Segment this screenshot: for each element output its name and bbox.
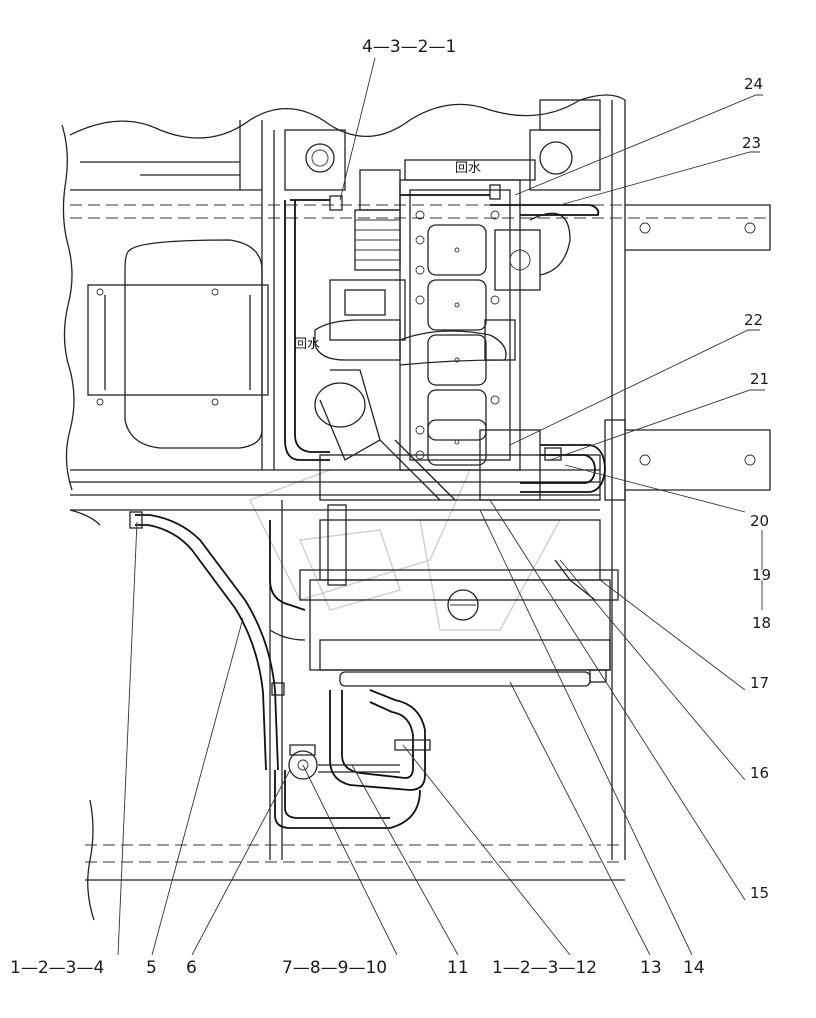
callout-23: 23 [742,134,761,152]
watermark [249,469,562,631]
chassis-frame [61,94,771,921]
callout-bottom-6: 6 [186,958,197,978]
callout-16: 16 [750,764,769,782]
callout-21: 21 [750,370,769,388]
callout-bottom-13: 13 [640,958,662,978]
callout-22: 22 [744,311,763,329]
callout-20: 20 [750,512,769,530]
callout-bottom-11: 11 [447,958,469,978]
radiator [299,504,619,687]
callout-top-group: 4—3—2—1 [362,37,456,57]
leader-lines [117,57,765,956]
cylinder-heads [427,224,487,466]
callout-15: 15 [750,884,769,902]
annotation-return-water-left: 回水 [294,337,320,352]
callout-bottom-5: 5 [146,958,157,978]
callout-17: 17 [750,674,769,692]
callout-labels: 4—3—2—1 24 23 22 21 20 19 18 17 16 15 1—… [10,37,771,978]
coolant-piping [129,184,607,829]
callout-bottom-1-2-3-12: 1—2—3—12 [492,958,597,978]
callout-bottom-1-2-3-4: 1—2—3—4 [10,958,104,978]
callout-bottom-7-8-9-10: 7—8—9—10 [282,958,387,978]
annotation-return-water-top: 回水 [455,161,481,176]
engine-block [284,99,601,501]
callout-24: 24 [744,75,763,93]
callout-18: 18 [752,614,771,632]
callout-19: 19 [752,566,771,584]
callout-bottom-14: 14 [683,958,705,978]
